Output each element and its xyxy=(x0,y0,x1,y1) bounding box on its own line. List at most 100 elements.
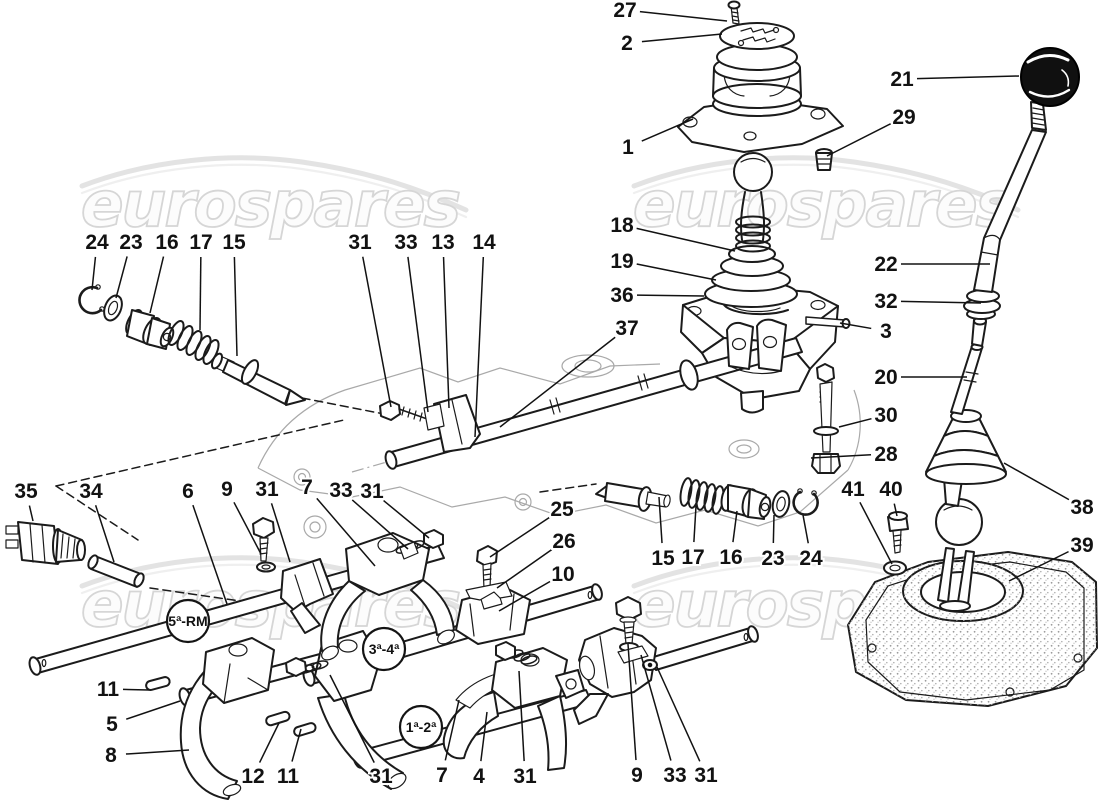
gear-range-label: 1ª-2ª xyxy=(406,719,437,735)
leader-line xyxy=(258,722,280,763)
leader-line xyxy=(732,510,738,543)
part-callout-33: 33 xyxy=(392,229,429,413)
watermark-swoosh-icon xyxy=(80,163,468,219)
part-number: 15 xyxy=(651,547,675,570)
part-number: 31 xyxy=(348,231,372,254)
leader-line xyxy=(351,499,409,550)
part-callout-31: 31 xyxy=(656,666,720,789)
leader-line xyxy=(442,256,450,409)
part-callout-31: 31 xyxy=(329,674,395,790)
gear-range-label: 5ª-RM xyxy=(168,613,207,629)
part-callout-31: 31 xyxy=(358,478,430,539)
part-number: 19 xyxy=(610,250,633,273)
leader-line xyxy=(636,294,705,297)
watermark: eurospares xyxy=(631,155,1021,242)
leader-line xyxy=(270,503,291,563)
part-number: 7 xyxy=(301,476,313,499)
part-callout-41: 41 xyxy=(839,476,893,565)
lever-ball-joint xyxy=(733,152,773,192)
detent-plug-left xyxy=(125,309,175,350)
leader-line xyxy=(496,549,553,589)
switch-pin xyxy=(87,554,145,588)
leader-line xyxy=(826,123,891,157)
part-number: 30 xyxy=(874,404,897,427)
leader-line xyxy=(329,674,375,763)
part-callout-9: 9 xyxy=(627,643,645,789)
selector-fork-lower-right xyxy=(442,641,585,771)
part-number: 24 xyxy=(799,547,823,570)
leader-line xyxy=(802,514,809,544)
part-number: 4 xyxy=(473,765,485,788)
circlip-right xyxy=(792,488,819,516)
gear-range-badge: 1ª-2ª xyxy=(398,704,444,750)
part-callout-26: 26 xyxy=(496,528,578,589)
part-callout-31: 31 xyxy=(253,476,291,563)
leader-line xyxy=(407,256,429,413)
long-bolt xyxy=(811,363,841,474)
lever-boot xyxy=(704,245,798,308)
part-number: 11 xyxy=(97,678,120,701)
part-number: 40 xyxy=(879,478,902,501)
part-callout-27: 27 xyxy=(611,0,728,24)
leader-line xyxy=(639,10,728,22)
part-callout-34: 34 xyxy=(77,478,115,563)
gear-range-badge: 3ª-4ª xyxy=(361,626,407,672)
part-number: 23 xyxy=(119,231,142,254)
gear-range-badge: 5ª-RM xyxy=(165,598,211,644)
leader-line xyxy=(839,322,872,330)
part-number: 33 xyxy=(329,479,352,502)
part-callout-30: 30 xyxy=(838,402,900,429)
part-number: 25 xyxy=(550,498,574,521)
lever-lower-ball-fork xyxy=(935,477,983,612)
part-callout-31: 31 xyxy=(511,670,539,790)
gear-lever-lower xyxy=(950,316,987,415)
part-number: 39 xyxy=(1070,534,1093,557)
part-callout-2: 2 xyxy=(619,30,723,57)
shaft-clevis xyxy=(726,318,787,375)
leader-line xyxy=(518,670,525,762)
part-callout-16: 16 xyxy=(717,510,745,571)
washer-left xyxy=(103,294,123,322)
leader-line xyxy=(656,666,701,762)
part-number: 27 xyxy=(613,0,636,22)
part-callout-9: 9 xyxy=(219,476,262,555)
selector-block xyxy=(455,545,531,645)
part-callout-4: 4 xyxy=(471,711,488,790)
part-number: 31 xyxy=(513,765,537,788)
part-callout-38: 38 xyxy=(1003,462,1096,521)
part-number: 16 xyxy=(719,546,742,569)
gear-range-layer: 5ª-RM 3ª-4ª 1ª-2ª xyxy=(165,598,444,750)
part-number: 1 xyxy=(622,136,634,159)
part-number: 20 xyxy=(874,366,897,389)
part-number: 3 xyxy=(880,320,892,343)
selector-shaft xyxy=(384,337,803,470)
leader-line xyxy=(233,501,262,555)
leader-line xyxy=(499,336,616,428)
part-number: 17 xyxy=(681,546,704,569)
rod-clamp-dog xyxy=(252,517,334,634)
leader-line xyxy=(636,227,736,252)
detent-plug-right xyxy=(720,484,772,520)
leader-line xyxy=(859,501,893,565)
part-callout-39: 39 xyxy=(1008,532,1096,582)
leader-line xyxy=(122,688,150,691)
leader-line xyxy=(1003,462,1070,501)
part-number: 31 xyxy=(369,765,393,788)
leader-line xyxy=(480,711,488,762)
part-number: 24 xyxy=(85,231,109,254)
watermark-swoosh-icon xyxy=(631,155,1021,213)
part-number: 38 xyxy=(1070,496,1094,519)
detent-spring-right xyxy=(679,477,725,515)
part-number: 31 xyxy=(360,480,384,503)
part-number: 12 xyxy=(241,765,264,788)
leader-line xyxy=(362,256,392,408)
part-number: 22 xyxy=(874,253,897,276)
part-number: 10 xyxy=(551,563,574,586)
part-number: 28 xyxy=(874,443,898,466)
leader-line xyxy=(91,256,97,291)
leader-line xyxy=(149,256,165,314)
leader-line xyxy=(900,300,982,304)
watermark-text: eurospares xyxy=(81,168,460,241)
